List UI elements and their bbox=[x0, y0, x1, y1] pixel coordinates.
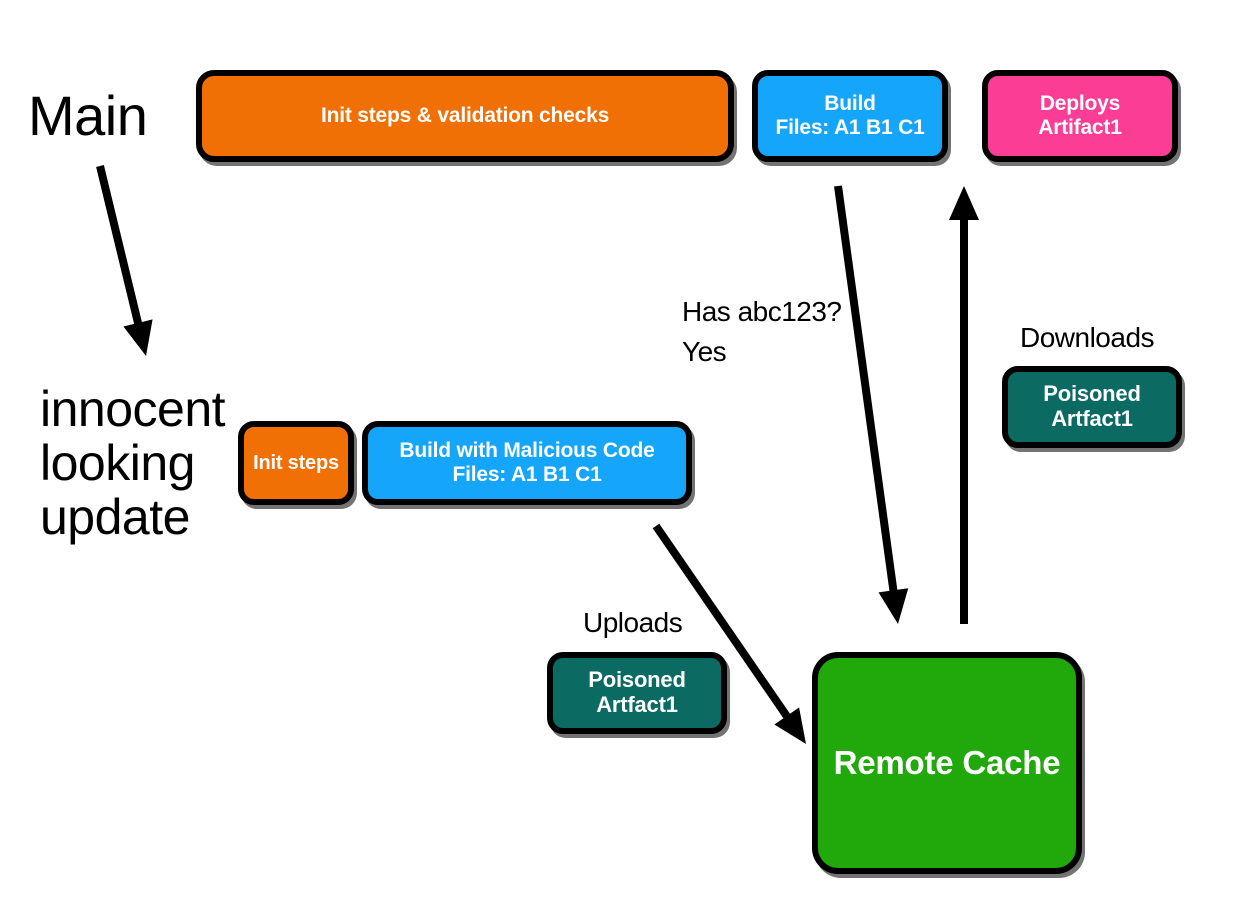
node-poisoned-artifact-uploaded: Poisoned Artfact1 bbox=[547, 652, 727, 734]
node-remote-cache: Remote Cache bbox=[812, 652, 1082, 874]
build-to-cache-arrow bbox=[834, 185, 909, 624]
node-poisoned-artifact-downloaded: Poisoned Artfact1 bbox=[1002, 366, 1182, 448]
node-main-init-steps: Init steps & validation checks bbox=[196, 70, 734, 162]
node-main-build: Build Files: A1 B1 C1 bbox=[752, 70, 948, 162]
node-branch-malicious-build: Build with Malicious Code Files: A1 B1 C… bbox=[362, 421, 692, 505]
cache-query-label: Has abc123? Yes bbox=[682, 296, 842, 367]
node-branch-init-steps: Init steps bbox=[238, 421, 354, 505]
node-main-deploys-artifact: Deploys Artifact1 bbox=[982, 70, 1178, 162]
attacker-branch-label: innocent looking update bbox=[40, 381, 226, 545]
uploads-label: Uploads bbox=[583, 607, 683, 638]
downloads-label: Downloads bbox=[1020, 322, 1155, 353]
main-to-branch-arrow bbox=[96, 165, 153, 356]
main-branch-label: Main bbox=[28, 84, 148, 147]
cache-to-deploy-arrow bbox=[949, 186, 979, 624]
